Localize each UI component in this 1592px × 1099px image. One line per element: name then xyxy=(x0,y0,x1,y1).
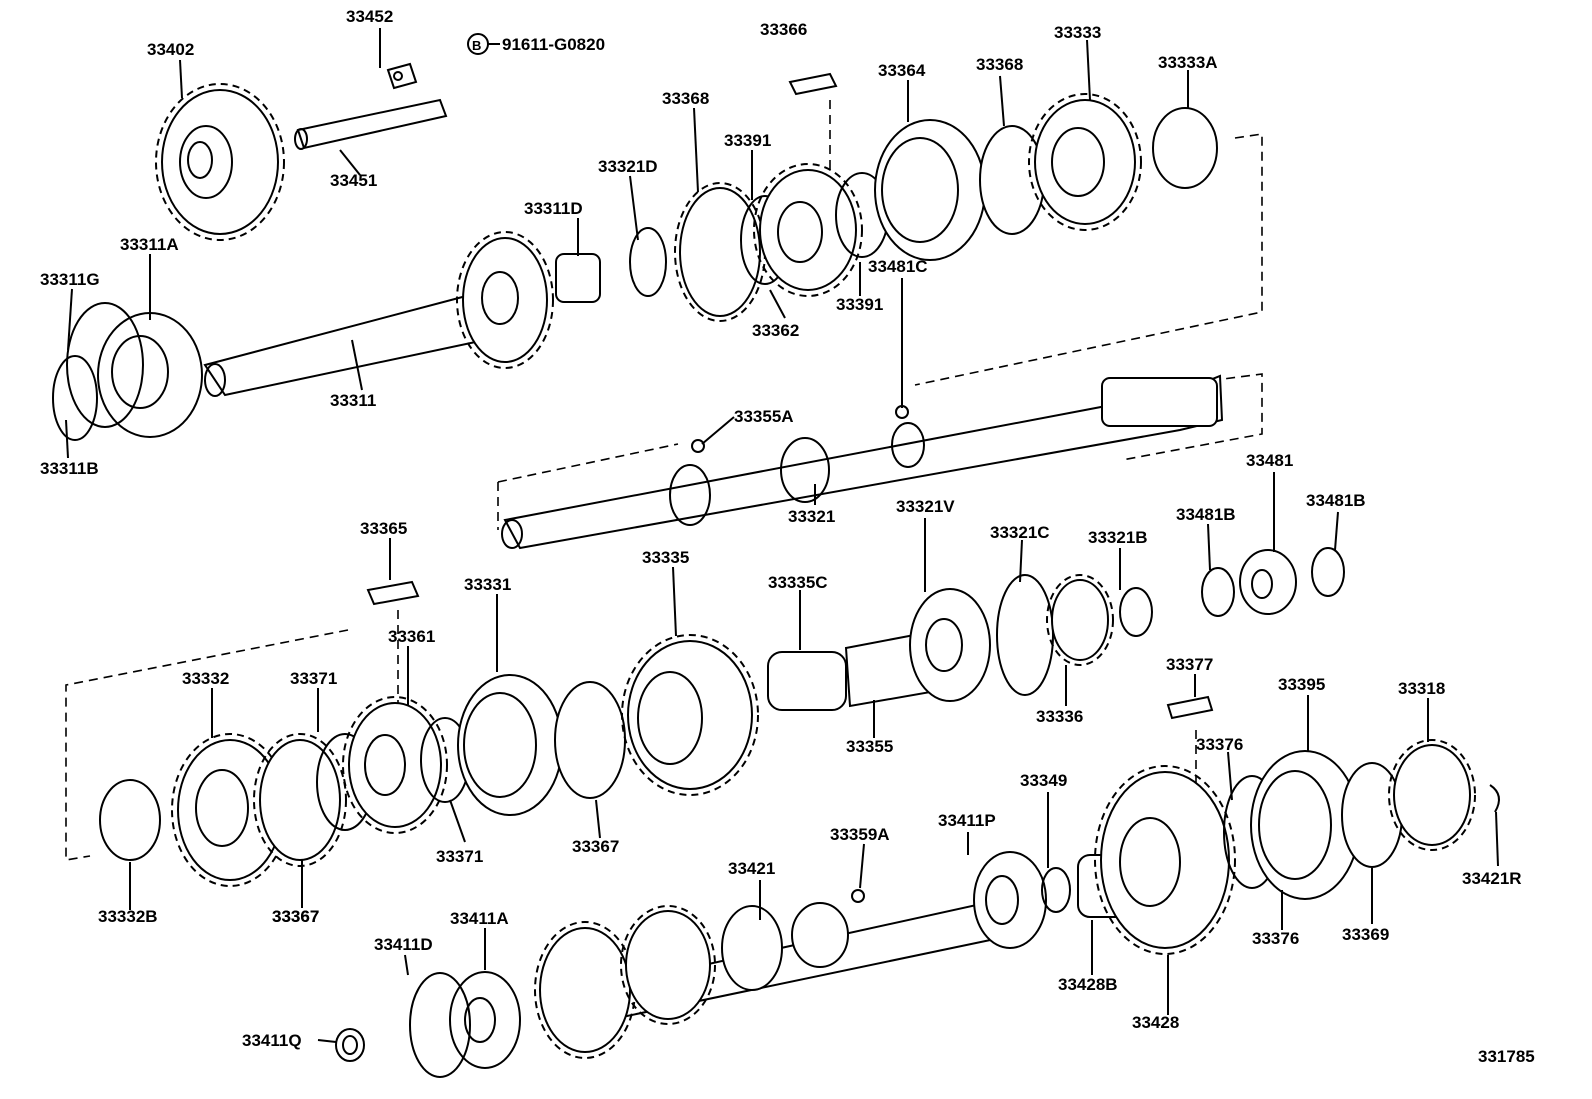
part-label: 33451 xyxy=(330,171,377,190)
part-label: 33402 xyxy=(147,40,194,59)
part-label: 33481B xyxy=(1306,491,1366,510)
part-label: 33362 xyxy=(752,321,799,340)
part-label: 33335C xyxy=(768,573,828,592)
part-label: 33311A xyxy=(120,235,179,254)
part-label: 33481C xyxy=(868,257,928,276)
part-label: 33369 xyxy=(1342,925,1389,944)
part-label: 33368 xyxy=(976,55,1023,74)
part-label: 33335 xyxy=(642,548,689,567)
part-label: 33391 xyxy=(724,131,771,150)
figure-id: 331785 xyxy=(1478,1047,1535,1066)
bolt-part-number: 91611-G0820 xyxy=(502,35,605,54)
part-label: 33321 xyxy=(788,507,835,526)
part-label: 33371 xyxy=(290,669,337,688)
part-label: 33367 xyxy=(572,837,619,856)
part-label: 33361 xyxy=(388,627,435,646)
part-label: 33376 xyxy=(1196,735,1243,754)
part-label: 33411D xyxy=(374,935,433,954)
part-label: 33311D xyxy=(524,199,583,218)
part-label: 33411P xyxy=(938,811,996,830)
part-label: 33311G xyxy=(40,270,100,289)
part-label: 33349 xyxy=(1020,771,1067,790)
part-label: 33321C xyxy=(990,523,1050,542)
part-label: 33366 xyxy=(760,20,807,39)
part-label: 33368 xyxy=(662,89,709,108)
part-label: 33481 xyxy=(1246,451,1293,470)
part-label: 33355 xyxy=(846,737,893,756)
part-label: 33428 xyxy=(1132,1013,1179,1032)
bolt-marker-letter: B xyxy=(472,38,481,53)
part-label: 33321B xyxy=(1088,528,1148,547)
part-label: 33311 xyxy=(330,391,376,410)
part-label: 33421R xyxy=(1462,869,1522,888)
part-label: 33391 xyxy=(836,295,883,314)
part-label: 33336 xyxy=(1036,707,1083,726)
part-label: 33332 xyxy=(182,669,229,688)
part-label: 33377 xyxy=(1166,655,1213,674)
part-label: 33359A xyxy=(830,825,890,844)
part-label: 33371 xyxy=(436,847,483,866)
transmission-gear-illustration xyxy=(52,28,1500,1078)
part-label: 33355A xyxy=(734,407,794,426)
part-label: 33333A xyxy=(1158,53,1218,72)
part-label: 33331 xyxy=(464,575,511,594)
part-label: 33376 xyxy=(1252,929,1299,948)
part-label: 33333 xyxy=(1054,23,1101,42)
part-label: 33452 xyxy=(346,7,393,26)
part-label: 33421 xyxy=(728,859,775,878)
bolt-callout: B 91611-G0820 xyxy=(467,33,605,55)
figure-id-text: 331785 xyxy=(1478,1047,1535,1066)
part-labels: 33402 33452 33451 33311A 33311G 33311 33… xyxy=(40,7,1522,1050)
part-label: 33367 xyxy=(272,907,319,926)
part-label: 33365 xyxy=(360,519,407,538)
part-label: 33428B xyxy=(1058,975,1118,994)
part-label: 33318 xyxy=(1398,679,1445,698)
part-label: 33395 xyxy=(1278,675,1325,694)
part-label: 33311B xyxy=(40,459,99,478)
part-label: 33332B xyxy=(98,907,158,926)
part-label: 33321V xyxy=(896,497,955,516)
part-label: 33364 xyxy=(878,61,926,80)
part-label: 33411Q xyxy=(242,1031,302,1050)
part-label: 33367 xyxy=(272,907,319,926)
part-label: 33411A xyxy=(450,909,509,928)
part-label: 33321D xyxy=(598,157,658,176)
part-label: 33481B xyxy=(1176,505,1236,524)
